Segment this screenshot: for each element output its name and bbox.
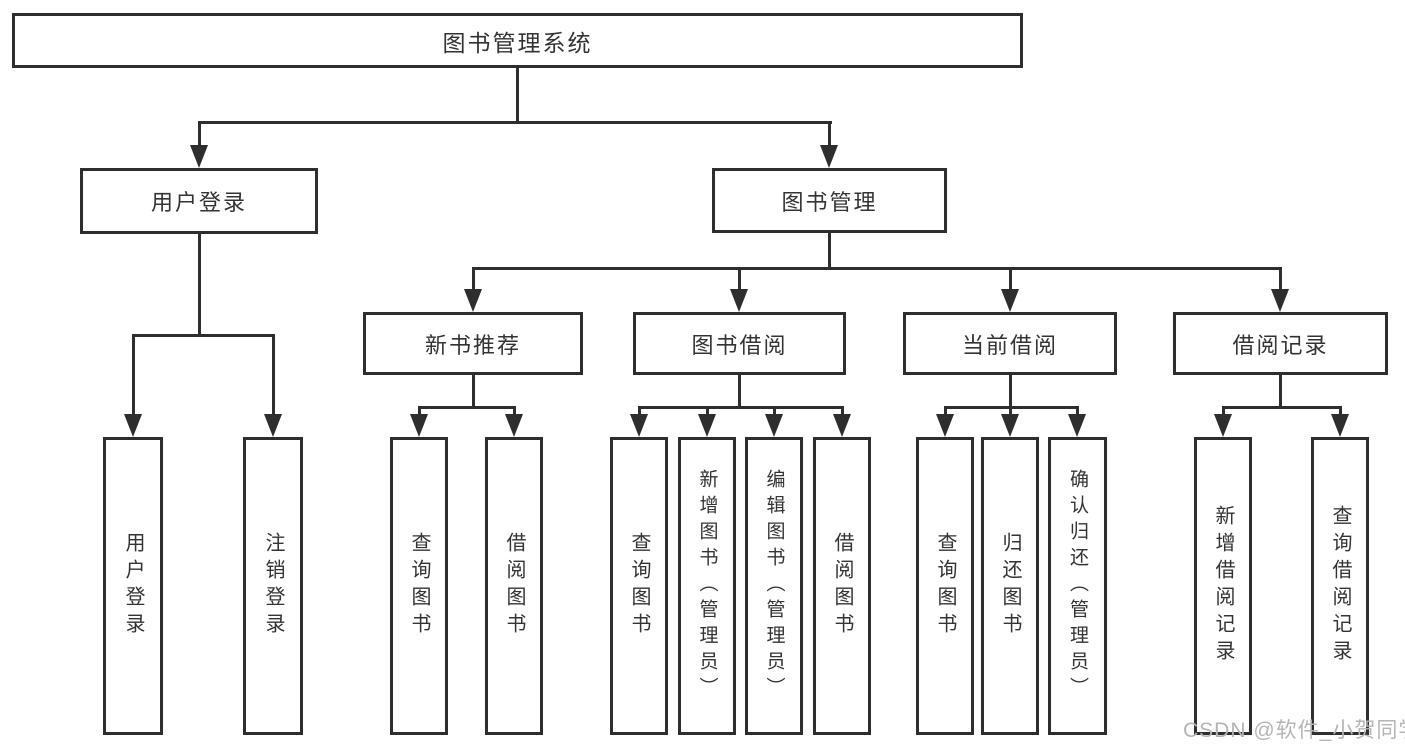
connector-segment <box>271 335 275 422</box>
connector-segment <box>471 268 475 295</box>
arrow-down-icon <box>820 145 838 168</box>
arrow-down-icon <box>1068 414 1086 437</box>
node-book-borrow: 图书借阅 <box>633 312 846 375</box>
arrow-down-icon <box>1001 414 1019 437</box>
arrow-down-icon <box>1331 414 1349 437</box>
node-label: 确认归还（管理员） <box>1067 469 1088 703</box>
node-leaf-bb-query: 查询图书 <box>610 437 668 735</box>
arrow-down-icon <box>698 414 716 437</box>
node-current-borrow: 当前借阅 <box>903 312 1117 375</box>
node-root: 图书管理系统 <box>12 13 1023 68</box>
node-label: 图书借阅 <box>691 332 788 358</box>
connector-segment <box>827 122 831 150</box>
node-label: 用户登录 <box>150 190 247 215</box>
arrow-down-icon <box>630 414 648 437</box>
arrow-down-icon <box>505 414 523 437</box>
node-leaf-user-login: 用户登录 <box>103 437 163 735</box>
connector-segment <box>471 375 475 409</box>
node-label: 查询图书 <box>628 532 650 640</box>
node-leaf-nb-borrow: 借阅图书 <box>485 437 543 735</box>
node-user-login: 用户登录 <box>80 168 318 234</box>
node-leaf-cb-query: 查询图书 <box>916 437 974 735</box>
connector-segment <box>197 120 832 124</box>
connector-segment <box>471 266 1282 270</box>
node-label: 查询图书 <box>408 532 430 640</box>
connector-segment <box>131 333 275 337</box>
node-label: 查询借阅记录 <box>1329 505 1351 667</box>
arrow-down-icon <box>1271 289 1289 312</box>
connector-segment <box>1221 405 1342 409</box>
arrow-down-icon <box>936 414 954 437</box>
connector-segment <box>131 335 135 422</box>
arrow-down-icon <box>833 414 851 437</box>
connector-segment <box>515 68 519 124</box>
node-label: 新增图书（管理员） <box>696 469 718 703</box>
node-label: 注销登录 <box>262 532 284 640</box>
node-leaf-br-add: 新增借阅记录 <box>1194 437 1252 735</box>
arrow-down-icon <box>264 414 282 437</box>
node-new-books: 新书推荐 <box>363 312 583 375</box>
node-leaf-logout: 注销登录 <box>243 437 303 735</box>
arrow-down-icon <box>464 289 482 312</box>
node-book-mgmt: 图书管理 <box>712 168 947 233</box>
connector-segment <box>1008 375 1012 409</box>
node-label: 编辑图书（管理员） <box>763 469 785 703</box>
arrow-down-icon <box>730 289 748 312</box>
node-label: 图书管理 <box>781 189 878 215</box>
node-leaf-bb-borrow: 借阅图书 <box>813 437 871 735</box>
connector-segment <box>197 122 201 150</box>
node-leaf-nb-query: 查询图书 <box>390 437 448 735</box>
node-leaf-bb-edit: 编辑图书（管理员） <box>745 437 803 735</box>
node-leaf-br-query: 查询借阅记录 <box>1311 437 1369 735</box>
arrow-down-icon <box>1214 414 1232 437</box>
node-label: 借阅图书 <box>831 532 853 640</box>
node-label: 查询图书 <box>934 532 956 640</box>
arrow-down-icon <box>1001 289 1019 312</box>
arrow-down-icon <box>765 414 783 437</box>
node-label: 归还图书 <box>999 532 1021 640</box>
node-label: 借阅记录 <box>1232 332 1329 358</box>
connector-segment <box>737 268 741 295</box>
connector-segment <box>1278 375 1282 409</box>
connector-segment <box>1278 268 1282 295</box>
arrow-down-icon <box>410 414 428 437</box>
connector-segment <box>1008 268 1012 295</box>
node-leaf-cb-confirm: 确认归还（管理员） <box>1048 437 1107 735</box>
connector-segment <box>943 405 1079 409</box>
connector-segment <box>637 405 844 409</box>
arrow-down-icon <box>124 414 142 437</box>
node-borrow-records: 借阅记录 <box>1173 312 1388 375</box>
node-label: 当前借阅 <box>961 332 1058 358</box>
node-label: 图书管理系统 <box>442 29 593 56</box>
connector-segment <box>417 405 516 409</box>
watermark: CSDN @软件_小贺同学 <box>1183 719 1405 742</box>
node-label: 新增借阅记录 <box>1212 505 1234 667</box>
connector-segment <box>197 234 201 337</box>
node-label: 借阅图书 <box>503 532 525 640</box>
connector-segment <box>827 233 831 270</box>
connector-segment <box>737 375 741 409</box>
node-label: 用户登录 <box>122 532 144 640</box>
node-leaf-cb-return: 归还图书 <box>981 437 1039 735</box>
arrow-down-icon <box>190 145 208 168</box>
node-leaf-bb-add: 新增图书（管理员） <box>678 437 736 735</box>
node-label: 新书推荐 <box>424 332 521 358</box>
